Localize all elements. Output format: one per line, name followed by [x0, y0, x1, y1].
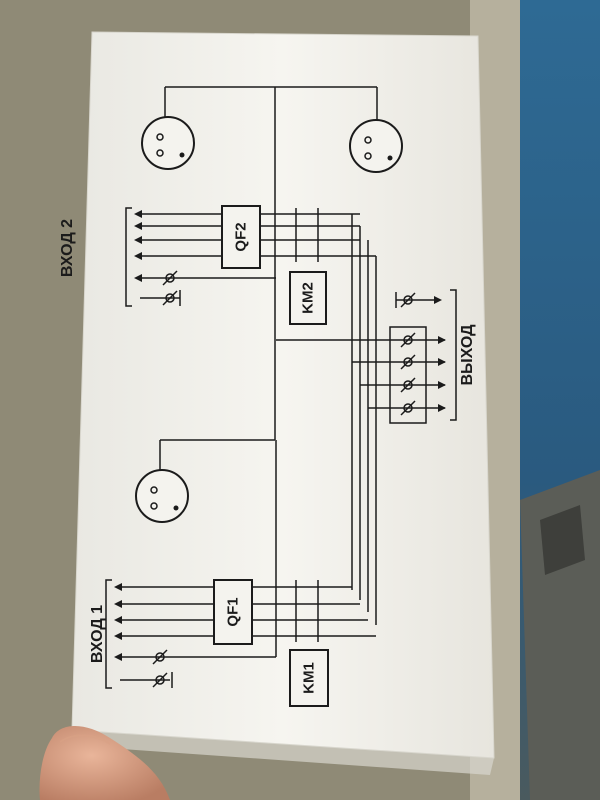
km1-label: KM1 — [300, 662, 318, 694]
km1-box — [289, 649, 329, 707]
socket-3-symbol — [349, 119, 403, 173]
input-arrows — [114, 210, 446, 661]
qf1-box — [213, 579, 253, 645]
km2-label: KM2 — [299, 282, 317, 314]
qf2-label: QF2 — [232, 222, 250, 252]
background-metal-detail — [540, 505, 585, 575]
paper-sheet — [66, 31, 495, 775]
qf2-box — [221, 205, 261, 269]
terminal-symbols — [152, 270, 416, 688]
input-1-label: ВХОД 1 — [89, 604, 106, 664]
group-brackets — [105, 207, 457, 689]
output-label: ВЫХОД — [459, 324, 476, 386]
socket-1-symbol — [135, 469, 189, 523]
contact-marks — [295, 208, 319, 642]
wiring-diagram — [120, 86, 445, 681]
input-2-label: ВХОД 2 — [59, 218, 76, 278]
km2-box — [289, 271, 327, 325]
socket-2-symbol — [141, 116, 195, 170]
output-terminal-block — [389, 326, 427, 424]
qf1-label: QF1 — [224, 597, 242, 627]
thumb — [39, 726, 170, 800]
